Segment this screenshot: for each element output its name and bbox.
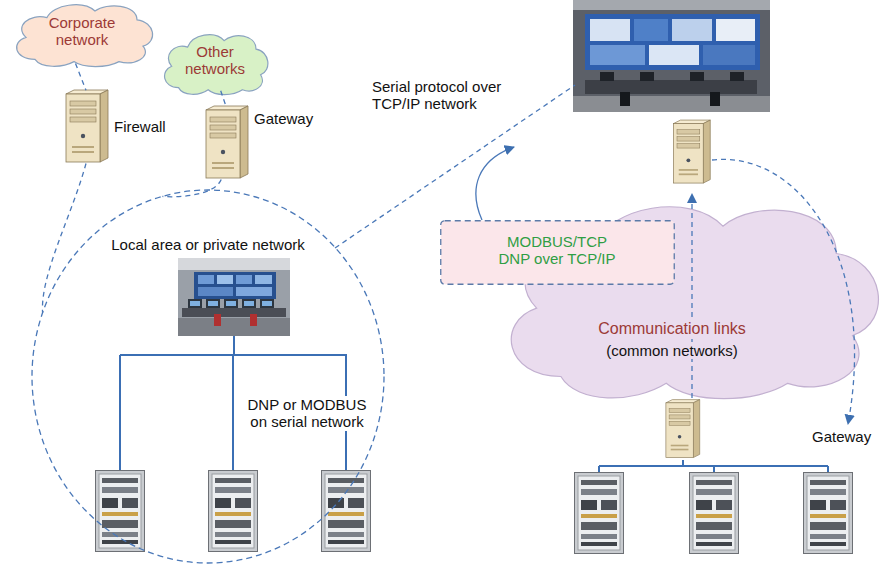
control-room-photo (236, 287, 272, 296)
control-room-photo (260, 299, 274, 308)
dashed-arrow (691, 194, 692, 398)
region-outline (32, 190, 384, 563)
control-center-photo (730, 72, 744, 81)
cloud-outline (165, 35, 268, 95)
region-note: DNP or MODBUS on serial network (242, 396, 372, 431)
control-room-photo (262, 301, 272, 306)
server-body (206, 106, 248, 178)
box-outline (441, 221, 675, 285)
control-room-photo (182, 308, 286, 317)
region-label: Local area or private network (98, 236, 318, 253)
control-room-photo (224, 299, 238, 308)
control-center-photo (585, 80, 757, 94)
dashed-arrow (712, 159, 855, 424)
control-room-photo (242, 299, 256, 308)
control-room-photo (178, 318, 290, 336)
network-link (335, 85, 855, 424)
control-center-photo (649, 45, 699, 65)
field-cabinets (322, 471, 371, 552)
field-cabinets (575, 473, 853, 554)
dashed-link (335, 85, 575, 248)
control-room-photo (250, 314, 257, 326)
control-center-photo (640, 72, 654, 81)
dashed-connector (76, 63, 87, 90)
server-icon (666, 400, 700, 458)
control-room-photo (206, 299, 220, 308)
control-center-photo (590, 45, 645, 65)
dashed-connector (42, 164, 86, 313)
control-center-photo (710, 92, 720, 106)
control-room-photo (194, 272, 276, 299)
server-icon (674, 120, 711, 183)
control-room-photo (198, 287, 233, 296)
control-center-photo (585, 14, 760, 70)
edge-group (42, 63, 226, 312)
control-room-photo (208, 301, 218, 306)
gateway-server: Gateway (202, 104, 318, 181)
cloud-outline (511, 207, 878, 399)
protocol-note: Serial protocol over TCP/IP network (372, 78, 514, 113)
field-bus (599, 460, 828, 472)
control-center-photo (573, 96, 770, 112)
control-center-photo (590, 19, 630, 41)
field-cabinets (96, 471, 145, 552)
control-room-photo (255, 275, 272, 284)
network-region: Local area or private networkDNP or MODB… (30, 188, 386, 565)
network-cloud: Corporate network (8, 0, 158, 66)
network-cloud: Other networks (158, 30, 272, 94)
server-body (66, 90, 108, 162)
control-room-photo (244, 301, 254, 306)
cloud-label: Other networks (175, 44, 255, 77)
field-cabinets (96, 471, 371, 552)
control-room-photo (236, 275, 252, 284)
protocol-box: MODBUS/TCP DNP over TCP/IP (440, 220, 675, 285)
field-cabinets (209, 471, 258, 552)
gateway-label: Gateway (812, 428, 871, 445)
protocol-label: MODBUS/TCP DNP over TCP/IP (495, 233, 619, 268)
control-center-photo (634, 19, 668, 41)
control-center-photo (672, 19, 712, 41)
cloud-outline (17, 5, 153, 67)
control-center-photo (716, 19, 755, 41)
cloud-label: Communication links (572, 320, 772, 338)
cloud-note: (common networks) (592, 342, 752, 359)
control-room-photo (178, 258, 290, 270)
control-room-photo (190, 301, 200, 306)
control-room-photo (198, 275, 214, 284)
control-room-photo (214, 314, 221, 326)
control-center-photo (620, 92, 630, 106)
control-center-photo (690, 72, 704, 81)
control-room-photo (178, 258, 290, 336)
cloud-label: Corporate network (32, 15, 132, 48)
server-icon (62, 88, 110, 165)
control-center-photo (703, 45, 755, 65)
control-center-photo (573, 0, 770, 10)
field-cabinets (804, 473, 853, 554)
server-icon (202, 104, 250, 181)
control-center-photo (573, 0, 770, 112)
control-center-photo (600, 72, 614, 81)
server-label: Firewall (114, 118, 166, 135)
control-room-photo (217, 275, 233, 284)
control-room-photo (226, 301, 236, 306)
control-center-photo (573, 0, 770, 112)
control-room-photo (188, 299, 202, 308)
firewall-server: Firewall (62, 88, 172, 165)
protocol-arrow (476, 147, 514, 220)
control-room-photo (178, 258, 290, 336)
dashed-connector (162, 180, 221, 197)
field-bus (599, 460, 828, 472)
field-cabinets (690, 473, 739, 554)
server-label: Gateway (254, 110, 313, 127)
dashed-connector (221, 91, 226, 107)
field-cabinets (575, 473, 624, 554)
